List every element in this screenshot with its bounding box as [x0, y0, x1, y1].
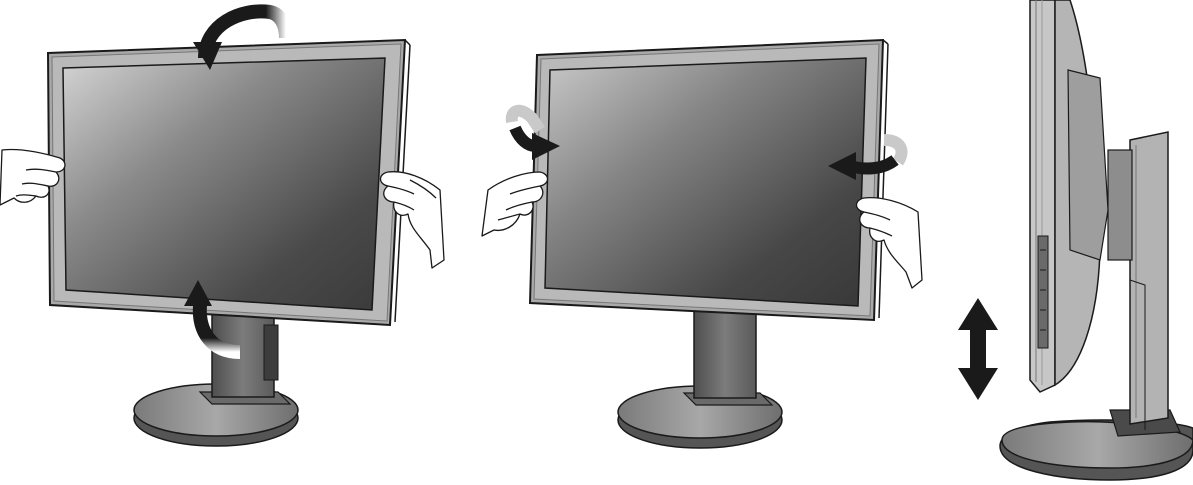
- monitor-display: [48, 40, 410, 325]
- panel-height: [958, 0, 1193, 480]
- panel-swivel: [482, 40, 922, 448]
- panel-tilt: [0, 11, 444, 446]
- monitor-display: [530, 40, 888, 320]
- monitor-base: [1000, 410, 1193, 480]
- monitor-stand: [1108, 132, 1168, 430]
- arrow-vertical-double-icon: [958, 298, 998, 400]
- monitor-display: [1030, 0, 1108, 392]
